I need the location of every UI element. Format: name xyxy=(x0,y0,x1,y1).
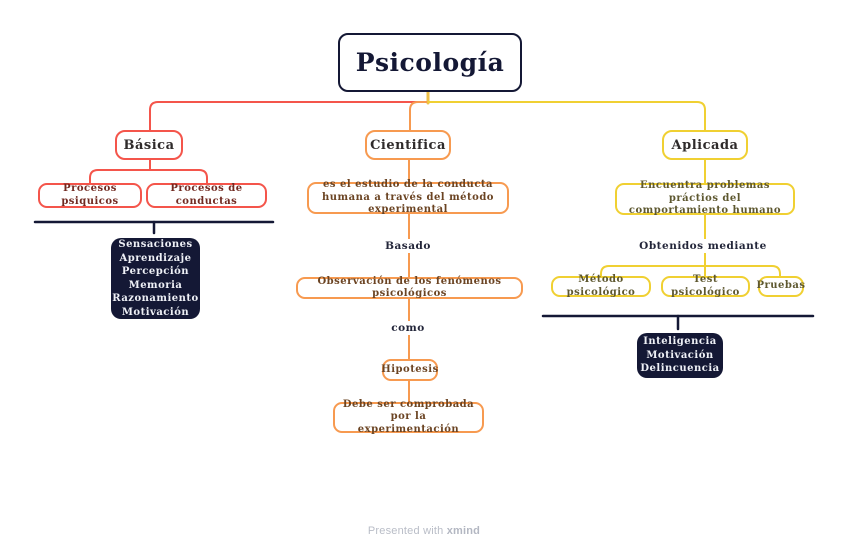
summary-line: Percepción xyxy=(121,266,190,277)
root-topic-psicologia[interactable]: Psicología xyxy=(338,33,522,92)
footer-watermark: Presented with xmind xyxy=(0,525,848,537)
node-pruebas[interactable]: Pruebas xyxy=(756,276,805,297)
node-procesos-psiquicos[interactable]: Procesos psiquicos xyxy=(38,183,142,208)
relationship-label-como[interactable]: como xyxy=(386,321,430,335)
summary-line: Delincuencia xyxy=(640,363,720,375)
summary-box-basica[interactable]: Sensaciones Aprendizaje Percepción Memor… xyxy=(111,238,200,319)
summary-box-aplicada[interactable]: Inteligencia Motivación Delincuencia xyxy=(637,333,723,378)
relationship-label-obtenidos-mediante[interactable]: Obtenidos mediante xyxy=(634,239,772,253)
relationship-label-basado[interactable]: Basado xyxy=(380,239,436,253)
xmind-brand-link[interactable]: xmind xyxy=(446,525,481,537)
topic-aplicada[interactable]: Aplicada xyxy=(662,130,748,160)
summary-line: Sensaciones xyxy=(118,239,193,250)
aplicada-branch-lines xyxy=(427,101,781,278)
topic-basica[interactable]: Básica xyxy=(115,130,183,160)
summary-line: Aprendizaje xyxy=(119,252,192,264)
node-estudio-conducta[interactable]: es el estudio de la conducta humana a tr… xyxy=(307,179,509,215)
summary-line: Memoria xyxy=(128,279,183,291)
node-encuentra-problemas[interactable]: Encuentra problemas práctios del comport… xyxy=(615,180,795,216)
node-hipotesis[interactable]: Hipotesis xyxy=(381,359,438,381)
node-test-psicologico[interactable]: Test psicológico xyxy=(661,274,750,298)
node-observacion-fenomenos[interactable]: Observación de los fenómenos psicológico… xyxy=(296,276,523,299)
summary-bracket-lines xyxy=(33,220,815,331)
node-procesos-de-conductas[interactable]: Procesos de conductas xyxy=(146,183,267,208)
summary-line: Motivación xyxy=(646,349,714,361)
node-metodo-psicologico[interactable]: Método psicológico xyxy=(551,274,651,298)
summary-line: Inteligencia xyxy=(643,336,717,348)
footer-prefix: Presented with xyxy=(367,525,444,537)
node-debe-ser-comprobada[interactable]: Debe ser comprobada por la experimentaci… xyxy=(333,399,484,435)
topic-cientifica[interactable]: Cientifica xyxy=(365,130,451,160)
summary-line: Motivación xyxy=(121,306,190,318)
basica-branch-lines xyxy=(89,101,429,185)
summary-line: Razonamiento xyxy=(112,293,199,304)
